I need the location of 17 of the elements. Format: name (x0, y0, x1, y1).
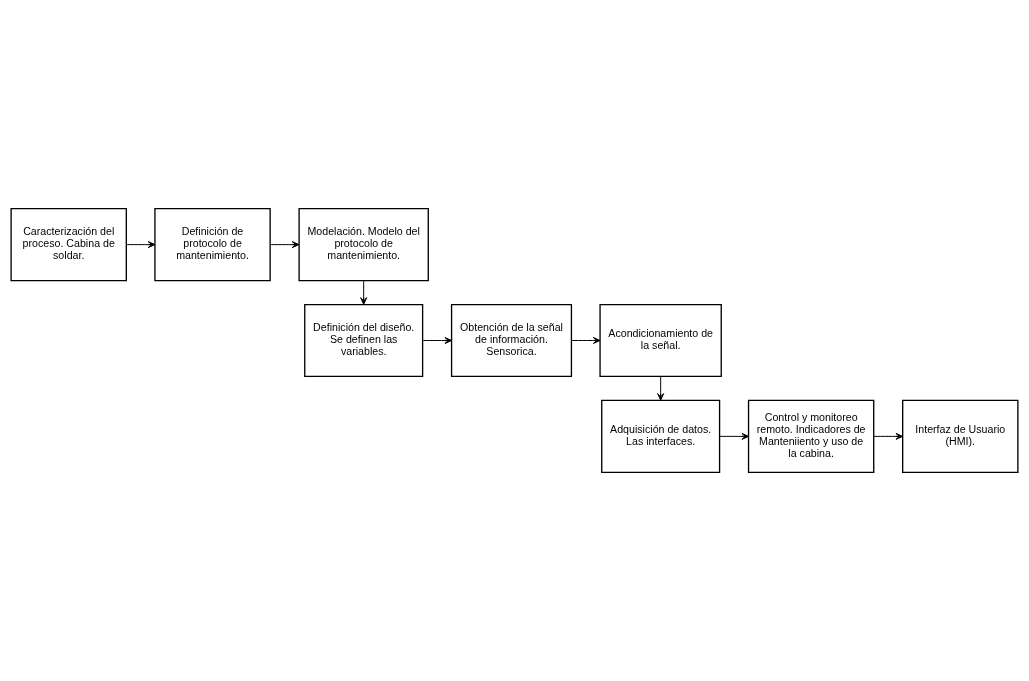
arrow (657, 376, 665, 401)
arrow (719, 432, 750, 440)
node-box: Modelación. Modelo del protocolo de mantenimiento. (298, 208, 429, 282)
arrow (422, 337, 453, 344)
node-box: Definición de protocolo de mantenimiento. (154, 208, 271, 282)
arrow (269, 241, 300, 249)
node-box: Adquisición de datos. Las interfaces. (601, 399, 721, 473)
node-box: Acondicionamiento de la señal. (599, 303, 722, 378)
node-box: Definición del diseño. Se definen las variables. (304, 303, 424, 378)
node-box: Control y monitoreo remoto. Indicadores de Manteniiento y uso de la cabina. (747, 399, 875, 473)
arrow (571, 337, 601, 344)
node-box: Interfaz de Usuario (HMI). (902, 399, 1019, 473)
arrow (873, 432, 904, 440)
arrow (360, 280, 368, 305)
node-box: Caracterización del proceso. Cabina de soldar. (10, 208, 127, 282)
arrow (125, 241, 156, 249)
node-box: Obtención de la señal de información. Sensorica. (450, 303, 573, 378)
